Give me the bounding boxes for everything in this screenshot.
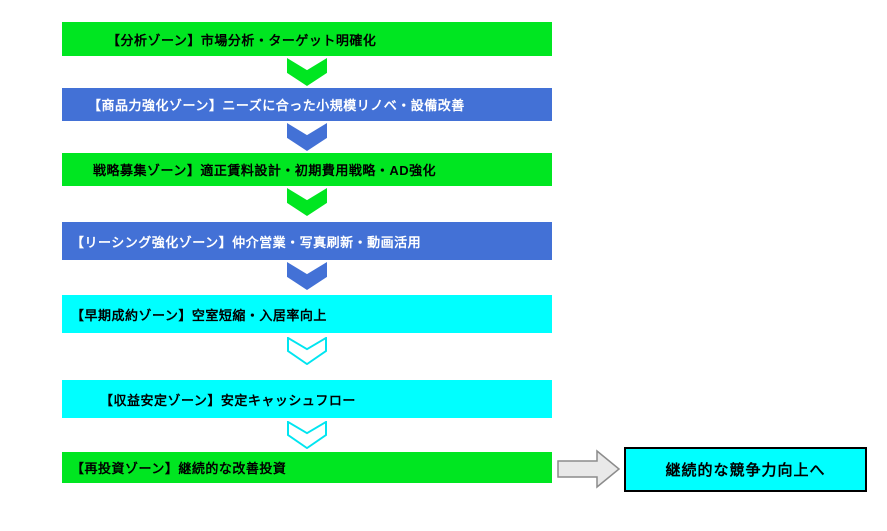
flow-step-reinvest: 【再投資ゾーン】継続的な改善投資 <box>62 452 552 483</box>
result-box: 継続的な競争力向上へ <box>624 447 867 492</box>
down-arrow-outline-icon <box>287 421 327 449</box>
down-arrow-icon <box>287 123 327 151</box>
flow-step-leasing: 【リーシング強化ゾーン】仲介営業・写真刷新・動画活用 <box>62 222 552 260</box>
down-arrow-icon <box>287 188 327 216</box>
flow-step-label: 【早期成約ゾーン】空室短縮・入居率向上 <box>71 307 327 323</box>
flow-step-label: 【再投資ゾーン】継続的な改善投資 <box>71 461 287 476</box>
flow-step-analysis: 【分析ゾーン】市場分析・ターゲット明確化 <box>62 22 552 56</box>
flow-step-label: 【リーシング強化ゾーン】仲介営業・写真刷新・動画活用 <box>71 234 422 250</box>
result-label: 継続的な競争力向上へ <box>665 462 826 479</box>
flow-step-label: 【収益安定ゾーン】安定キャッシュフロー <box>100 392 356 408</box>
down-arrow-icon <box>287 58 327 86</box>
flow-step-label: 戦略募集ゾーン】適正賃料設計・初期費用戦略・AD強化 <box>93 163 437 178</box>
right-arrow-icon <box>557 449 621 489</box>
flow-step-stable-income: 【収益安定ゾーン】安定キャッシュフロー <box>62 380 552 418</box>
down-arrow-outline-icon <box>287 337 327 365</box>
flow-step-label: 【分析ゾーン】市場分析・ターゲット明確化 <box>107 32 377 48</box>
down-arrow-icon <box>287 262 327 290</box>
flow-step-label: 【商品力強化ゾーン】ニーズに合った小規模リノベ・設備改善 <box>88 98 465 113</box>
flow-step-product-strength: 【商品力強化ゾーン】ニーズに合った小規模リノベ・設備改善 <box>62 88 552 121</box>
flow-step-recruit-strategy: 戦略募集ゾーン】適正賃料設計・初期費用戦略・AD強化 <box>62 153 552 186</box>
flow-step-early-contract: 【早期成約ゾーン】空室短縮・入居率向上 <box>62 295 552 333</box>
